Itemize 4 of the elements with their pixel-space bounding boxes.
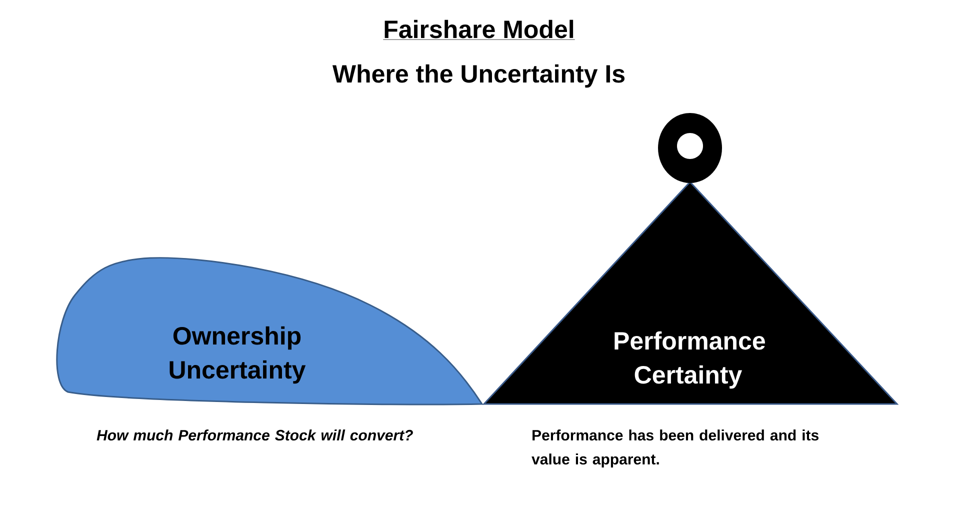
subtitle: Where the Uncertainty Is xyxy=(332,64,625,88)
caption-text: How much Performance Stock will convert? xyxy=(96,430,413,441)
caption-text: Performance has been delivered and its value is apparent. xyxy=(532,430,818,468)
title: Fairshare Model xyxy=(382,20,576,40)
